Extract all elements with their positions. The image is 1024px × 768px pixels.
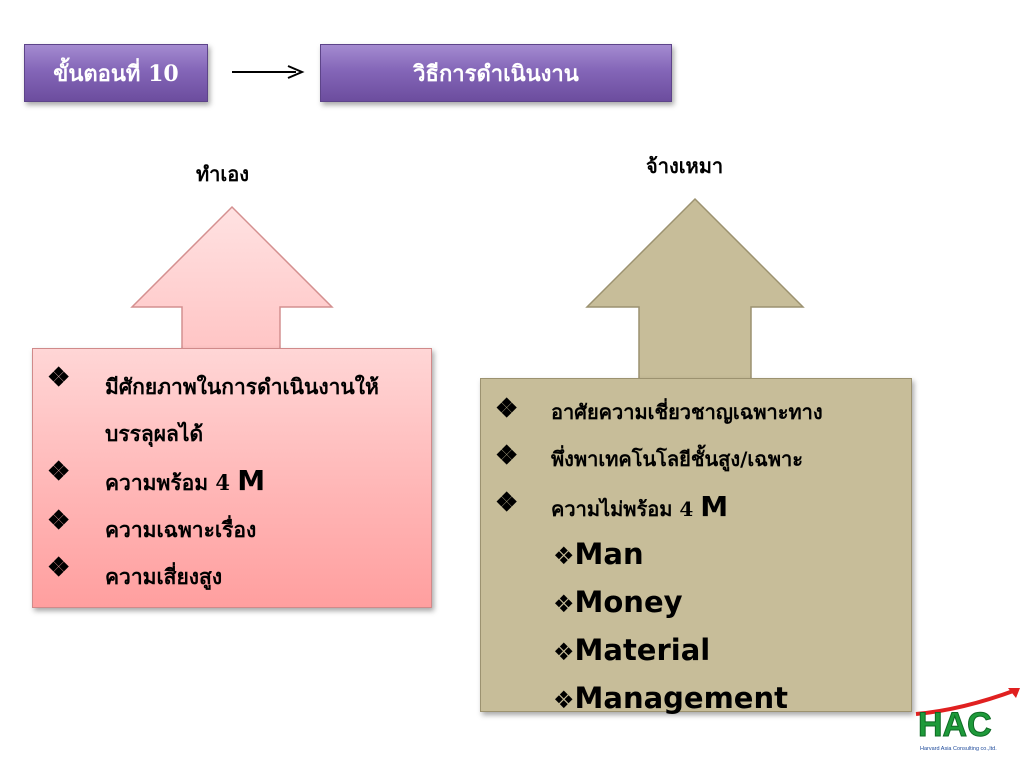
list-item: ❖ ความเฉพาะเรื่อง xyxy=(47,506,427,553)
hire-item-text: ความไม่พร้อม 4 xyxy=(551,497,701,521)
self-item-text: ความพร้อม 4 xyxy=(105,470,238,495)
logo-tagline: Harvard Asia Consulting co.,ltd. xyxy=(920,746,997,752)
diamond-bullet-icon: ❖ xyxy=(495,488,519,518)
diamond-bullet-icon: ❖ xyxy=(553,686,575,714)
diamond-bullet-icon: ❖ xyxy=(47,506,71,536)
self-up-arrow-icon xyxy=(130,205,334,354)
m-item-text: Man xyxy=(574,537,644,571)
m-item-text: Money xyxy=(574,585,683,619)
step-box: ขั้นตอนที่ 10 xyxy=(24,44,208,102)
m-item: ❖Management xyxy=(553,675,788,723)
diamond-bullet-icon: ❖ xyxy=(553,590,575,618)
hire-up-arrow-icon xyxy=(585,197,805,380)
self-list: ❖ มีศักยภาพในการดำเนินงานให้บรรลุผลได้ ❖… xyxy=(47,363,427,600)
list-item: ❖ ความพร้อม 4 M xyxy=(47,457,427,506)
list-item: ❖ ความเสี่ยงสูง xyxy=(47,553,427,600)
list-item: ❖ มีศักยภาพในการดำเนินงานให้บรรลุผลได้ xyxy=(47,363,427,457)
hac-logo: HAC Harvard Asia Consulting co.,ltd. xyxy=(915,688,1020,752)
right-arrow-icon xyxy=(232,65,305,79)
m-item-text: Material xyxy=(574,633,711,667)
hire-list: ❖ อาศัยความเชี่ยวชาญเฉพาะทาง ❖ พึ่งพาเทค… xyxy=(495,389,905,533)
m-item: ❖Material xyxy=(553,627,788,675)
list-item: ❖ พึ่งพาเทคโนโลยีชั้นสูง/เฉพาะ xyxy=(495,436,905,483)
step-label: ขั้นตอนที่ 10 xyxy=(53,60,179,87)
hire-item-text: พึ่งพาเทคโนโลยีชั้นสูง/เฉพาะ xyxy=(551,447,804,471)
logo-text: HAC xyxy=(918,706,992,744)
m-list: ❖Man ❖Money ❖Material ❖Management xyxy=(553,531,788,723)
diamond-bullet-icon: ❖ xyxy=(47,363,71,393)
method-label: วิธีการดำเนินงาน xyxy=(413,60,579,87)
m-item: ❖Man xyxy=(553,531,788,579)
self-item-text: ความเฉพาะเรื่อง xyxy=(105,517,257,542)
self-item-text: ความเสี่ยงสูง xyxy=(105,564,223,589)
self-item-m: M xyxy=(237,464,266,497)
method-box: วิธีการดำเนินงาน xyxy=(320,44,672,102)
diamond-bullet-icon: ❖ xyxy=(495,394,519,424)
diamond-bullet-icon: ❖ xyxy=(553,638,575,666)
diamond-bullet-icon: ❖ xyxy=(553,542,575,570)
list-item: ❖ ความไม่พร้อม 4 M xyxy=(495,483,905,533)
diamond-bullet-icon: ❖ xyxy=(47,457,71,487)
hire-panel: ❖ อาศัยความเชี่ยวชาญเฉพาะทาง ❖ พึ่งพาเทค… xyxy=(480,378,912,715)
self-title: ทำเอง xyxy=(196,162,250,186)
hire-item-text: อาศัยความเชี่ยวชาญเฉพาะทาง xyxy=(551,400,823,424)
diamond-bullet-icon: ❖ xyxy=(495,441,519,471)
self-item-text: มีศักยภาพในการดำเนินงานให้บรรลุผลได้ xyxy=(105,374,379,446)
self-panel: ❖ มีศักยภาพในการดำเนินงานให้บรรลุผลได้ ❖… xyxy=(32,348,432,608)
hire-title: จ้างเหมา xyxy=(646,154,724,178)
m-item: ❖Money xyxy=(553,579,788,627)
list-item: ❖ อาศัยความเชี่ยวชาญเฉพาะทาง xyxy=(495,389,905,436)
hire-item-m: M xyxy=(700,490,729,523)
m-item-text: Management xyxy=(574,681,788,715)
diamond-bullet-icon: ❖ xyxy=(47,553,71,583)
